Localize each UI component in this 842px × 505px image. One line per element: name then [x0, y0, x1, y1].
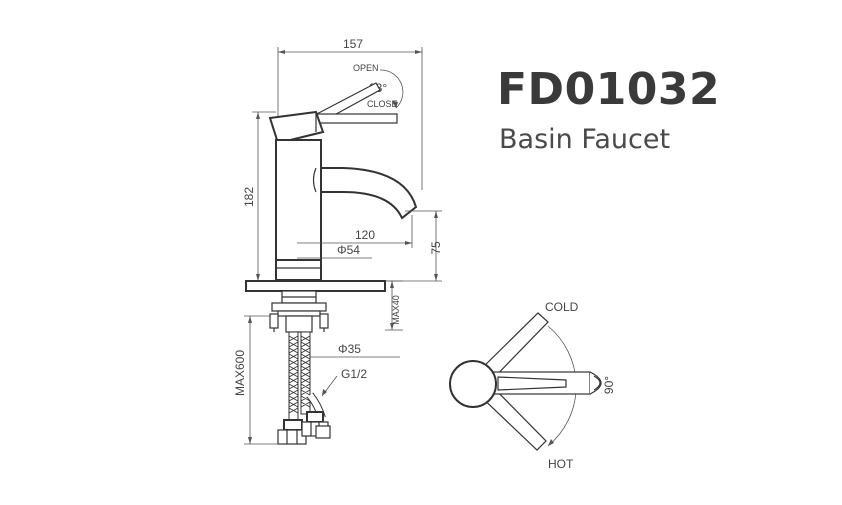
dimension-max-deck: MAX40	[385, 280, 403, 331]
cold-label: COLD	[545, 300, 579, 314]
hole-diameter-value: Φ35	[338, 342, 361, 356]
handle-lever	[268, 82, 398, 145]
mounting-hardware	[269, 290, 329, 333]
top-view: COLD HOT 90°	[449, 300, 616, 471]
max-deck-value: MAX40	[391, 295, 401, 325]
base-diameter-value: Φ54	[337, 243, 360, 257]
counter-top	[245, 280, 386, 292]
dimension-height: 182	[242, 111, 276, 282]
dimension-base-diameter: Φ54	[297, 243, 372, 259]
faucet-base	[275, 259, 322, 281]
thread-value: G1/2	[341, 367, 367, 381]
dimension-spout-reach: 120	[297, 215, 413, 248]
thread-callout: G1/2	[321, 367, 367, 397]
dimension-width: 157	[277, 37, 423, 190]
faucet-spout	[312, 167, 418, 220]
hose-length-value: MAX600	[233, 350, 247, 396]
rotation-value: 90°	[602, 376, 616, 394]
height-value: 182	[242, 187, 256, 207]
faucet-body	[275, 139, 322, 261]
braided-hoses	[288, 331, 326, 421]
open-label: OPEN	[353, 63, 379, 73]
body-top-circle	[449, 360, 497, 408]
model-number: FD01032	[497, 64, 721, 115]
product-type: Basin Faucet	[499, 124, 671, 155]
side-view: 157 OPEN 23° CLOSE	[233, 37, 443, 445]
dimension-hose-length: MAX600	[233, 315, 278, 445]
width-value: 157	[343, 37, 363, 51]
hose-fittings	[277, 411, 331, 445]
dimension-hole-diameter: Φ35	[310, 342, 400, 358]
spout-reach-value: 120	[355, 228, 375, 242]
spout-height-value: 75	[429, 241, 443, 255]
close-label: CLOSE	[367, 99, 398, 109]
hot-label: HOT	[548, 457, 574, 471]
spout-top	[477, 371, 602, 395]
